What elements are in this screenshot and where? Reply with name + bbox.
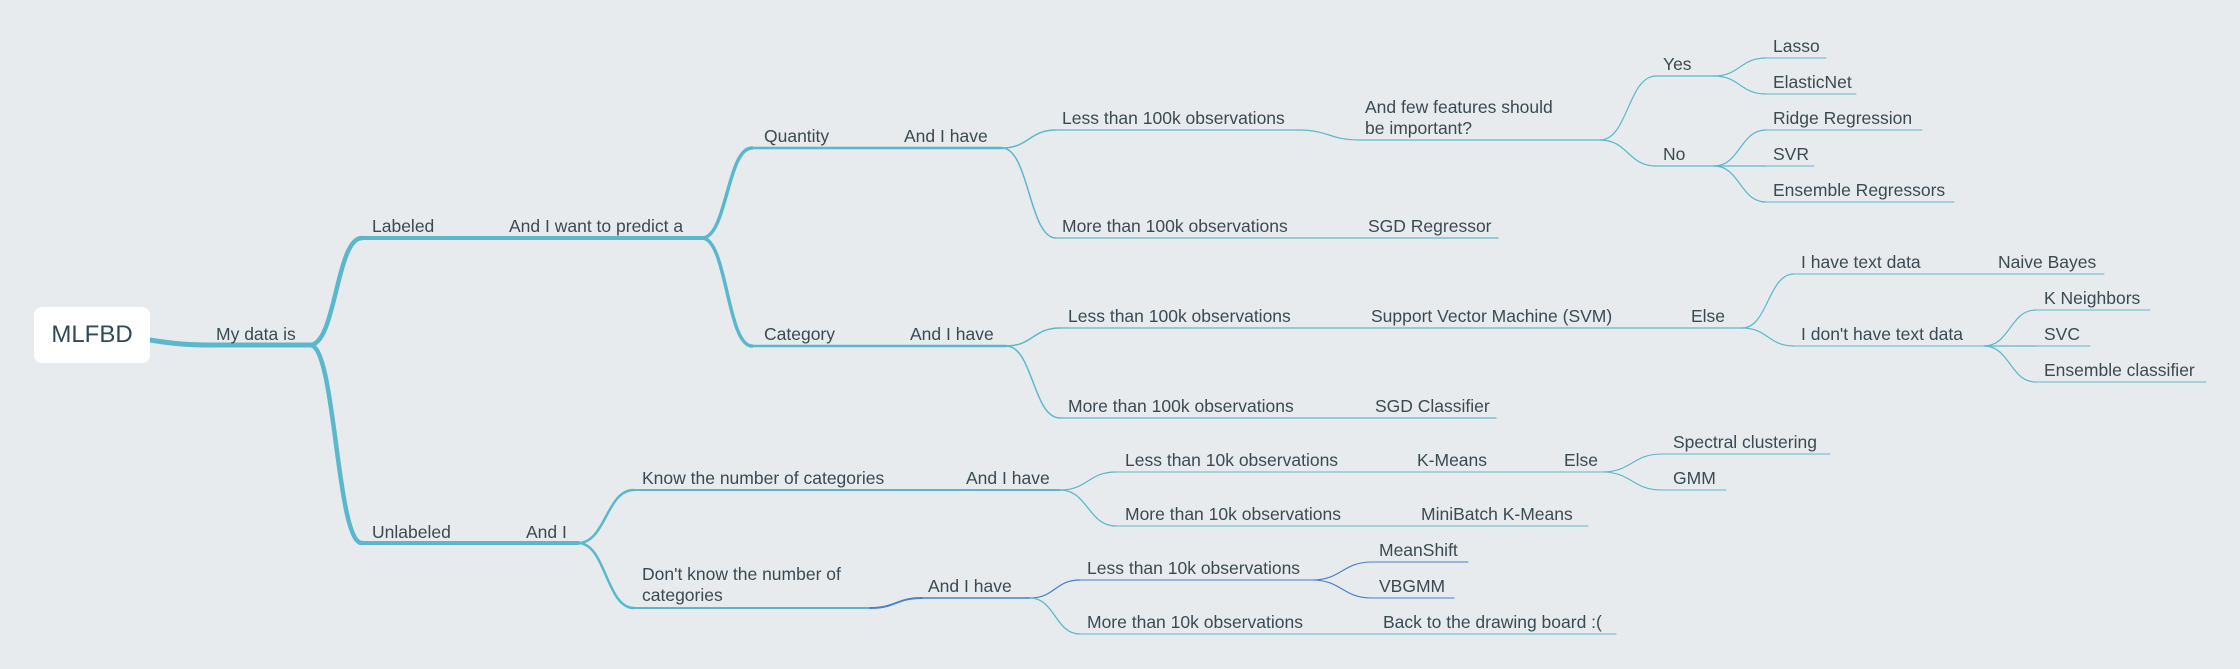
connector-38 xyxy=(1983,309,2037,347)
node-labeled[interactable]: Labeled xyxy=(372,216,435,236)
node-category-and-i-have[interactable]: And I have xyxy=(910,324,994,344)
connector-22 xyxy=(1713,75,1767,95)
node-unlabeled[interactable]: Unlabeled xyxy=(372,522,451,542)
connector-0 xyxy=(147,337,213,348)
connector-30 xyxy=(1005,327,1061,347)
node-my-data-is[interactable]: My data is xyxy=(216,324,296,344)
connector-17 xyxy=(1599,139,1657,167)
connector-49 xyxy=(1059,489,1117,527)
connector-56 xyxy=(869,597,923,609)
node-k-neighbors[interactable]: K Neighbors xyxy=(2044,288,2141,308)
connector-34 xyxy=(1741,273,1795,329)
connector-11 xyxy=(1001,147,1057,239)
node-vbgmm[interactable]: VBGMM xyxy=(1379,576,1446,596)
node-naive-bayes[interactable]: Naive Bayes xyxy=(1998,252,2097,272)
node-spectral-clustering[interactable]: Spectral clustering xyxy=(1673,432,1817,452)
node-know-and-i-have[interactable]: And I have xyxy=(966,468,1050,488)
connector-59 xyxy=(1029,597,1081,635)
node-yes[interactable]: Yes xyxy=(1663,54,1692,74)
root-node[interactable]: MLFBD xyxy=(34,307,150,363)
node-category-less-100k[interactable]: Less than 100k observations xyxy=(1068,306,1291,326)
connector-31 xyxy=(1005,345,1061,419)
connector-28 xyxy=(1713,165,1767,203)
connector-44 xyxy=(576,488,636,545)
node-dont-know-categories[interactable]: Don't know the number of categories xyxy=(642,564,841,605)
connector-6 xyxy=(700,146,754,240)
node-meanshift[interactable]: MeanShift xyxy=(1379,540,1458,560)
connector-48 xyxy=(1059,471,1117,491)
node-svc[interactable]: SVC xyxy=(2044,324,2080,344)
node-quantity-less-100k[interactable]: Less than 100k observations xyxy=(1062,108,1285,128)
node-ensemble-regressors[interactable]: Ensemble Regressors xyxy=(1773,180,1946,200)
connector-14 xyxy=(1297,129,1361,141)
node-ridge-regression[interactable]: Ridge Regression xyxy=(1773,108,1913,128)
connector-20 xyxy=(1713,57,1767,77)
node-dont-know-less-10k[interactable]: Less than 10k observations xyxy=(1087,558,1301,578)
node-know-categories[interactable]: Know the number of categories xyxy=(642,468,885,488)
connector-52 xyxy=(1601,453,1663,473)
node-svm[interactable]: Support Vector Machine (SVM) xyxy=(1371,306,1613,326)
node-gmm[interactable]: GMM xyxy=(1673,468,1716,488)
connector-54 xyxy=(1601,471,1663,491)
connector-58 xyxy=(1029,579,1081,599)
node-and-i[interactable]: And I xyxy=(526,522,567,542)
node-minibatch-k-means[interactable]: MiniBatch K-Means xyxy=(1421,504,1573,524)
node-lasso[interactable]: Lasso xyxy=(1773,36,1820,56)
node-know-less-10k[interactable]: Less than 10k observations xyxy=(1125,450,1339,470)
connector-64 xyxy=(1311,579,1373,599)
node-no-text-data[interactable]: I don't have text data xyxy=(1801,324,1963,344)
connector-2 xyxy=(307,235,365,348)
connector-16 xyxy=(1599,75,1657,141)
node-elasticnet[interactable]: ElasticNet xyxy=(1773,72,1852,92)
connector-35 xyxy=(1741,327,1795,347)
connector-45 xyxy=(576,541,636,610)
node-predict-a[interactable]: And I want to predict a xyxy=(509,216,684,236)
node-few-features[interactable]: And few features should be important? xyxy=(1365,97,1553,138)
node-cluster-else[interactable]: Else xyxy=(1564,450,1599,470)
node-sgd-regressor[interactable]: SGD Regressor xyxy=(1368,216,1492,236)
connector-7 xyxy=(700,236,754,348)
node-category-more-100k[interactable]: More than 100k observations xyxy=(1068,396,1294,416)
node-ensemble-classifier[interactable]: Ensemble classifier xyxy=(2044,360,2195,380)
node-category[interactable]: Category xyxy=(764,324,836,344)
node-quantity-more-100k[interactable]: More than 100k observations xyxy=(1062,216,1288,236)
node-quantity[interactable]: Quantity xyxy=(764,126,830,146)
node-drawing-board[interactable]: Back to the drawing board :( xyxy=(1383,612,1602,632)
node-k-means[interactable]: K-Means xyxy=(1417,450,1488,470)
node-sgd-classifier[interactable]: SGD Classifier xyxy=(1375,396,1490,416)
node-know-more-10k[interactable]: More than 10k observations xyxy=(1125,504,1341,524)
connector-62 xyxy=(1311,561,1373,581)
node-no[interactable]: No xyxy=(1663,144,1686,164)
node-svr[interactable]: SVR xyxy=(1773,144,1809,164)
node-dont-know-more-10k[interactable]: More than 10k observations xyxy=(1087,612,1303,632)
node-category-else[interactable]: Else xyxy=(1691,306,1726,326)
connector-3 xyxy=(307,342,365,546)
node-dont-know-and-i-have[interactable]: And I have xyxy=(928,576,1012,596)
node-text-data[interactable]: I have text data xyxy=(1801,252,1921,272)
connector-24 xyxy=(1713,129,1767,167)
connector-42 xyxy=(1983,345,2037,383)
connector-10 xyxy=(1001,129,1057,149)
node-quantity-and-i-have[interactable]: And I have xyxy=(904,126,988,146)
